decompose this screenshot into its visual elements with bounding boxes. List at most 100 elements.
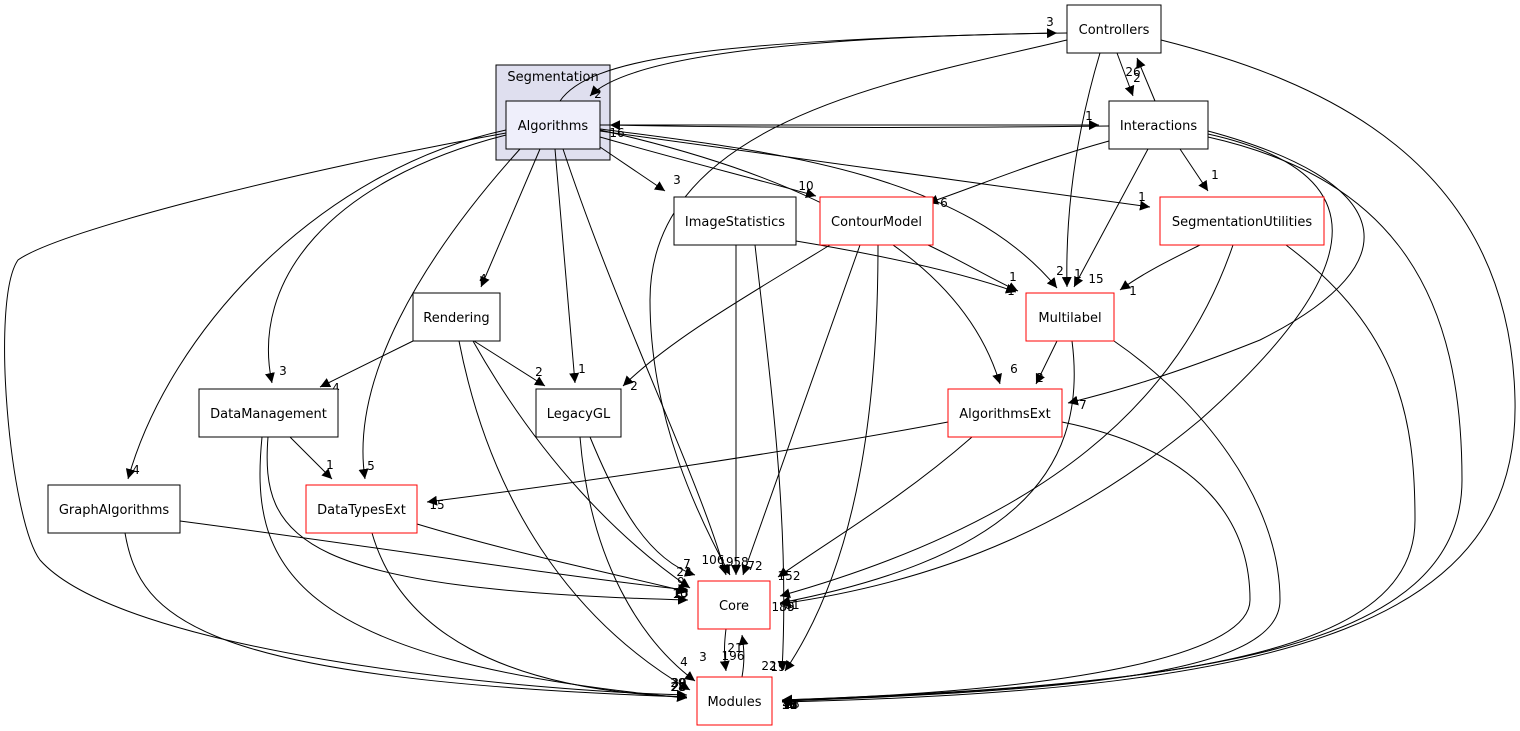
edge-label-segmentationutilities-to-modules: 10 bbox=[781, 698, 796, 712]
edge-rendering-to-legacygl bbox=[473, 340, 546, 387]
node-core[interactable]: Core bbox=[697, 580, 771, 630]
node-core-box[interactable] bbox=[697, 580, 771, 630]
edge-interactions-to-algorithmsext bbox=[1067, 130, 1365, 406]
edge-controllers-to-modules bbox=[781, 39, 1516, 707]
edge-label-controllers-to-modules: 18 bbox=[784, 697, 799, 711]
node-algorithms-box[interactable] bbox=[505, 100, 601, 150]
node-legacygl[interactable]: LegacyGL bbox=[535, 388, 622, 438]
node-imagestatistics-label: ImageStatistics bbox=[685, 215, 785, 230]
edge-label-rendering-to-legacygl: 2 bbox=[535, 365, 543, 379]
edge-label-contourmodel-to-legacygl: 2 bbox=[630, 379, 638, 393]
edge-algorithms-to-legacygl bbox=[554, 148, 580, 384]
edge-modules-to-core bbox=[738, 634, 749, 678]
edge-datamanagement-to-core bbox=[266, 436, 689, 605]
edge-algorithmsext-to-modules bbox=[781, 421, 1251, 705]
node-algorithmsext-label: AlgorithmsExt bbox=[959, 407, 1050, 422]
node-graphalgorithms-box[interactable] bbox=[47, 484, 181, 534]
edge-label-algorithms-to-modules: 30 bbox=[671, 676, 686, 690]
node-datatypesext[interactable]: DataTypesExt bbox=[305, 484, 418, 534]
edge-label-graphalgorithms-to-core: 9 bbox=[677, 575, 685, 589]
edge-algorithms-to-imagestatistics bbox=[599, 146, 666, 192]
edge-datamanagement-to-modules bbox=[259, 436, 688, 703]
node-segmentationutilities[interactable]: SegmentationUtilities bbox=[1159, 196, 1325, 246]
edge-rendering-to-core bbox=[472, 340, 691, 589]
node-rendering[interactable]: Rendering bbox=[412, 292, 501, 342]
node-modules-box[interactable] bbox=[696, 676, 773, 726]
node-interactions-label: Interactions bbox=[1120, 119, 1198, 134]
node-algorithms[interactable]: Algorithms bbox=[505, 100, 601, 150]
edge-label-contourmodel-to-modules: 19 bbox=[770, 660, 785, 674]
node-algorithmsext-box[interactable] bbox=[947, 388, 1063, 438]
edge-label-imagestatistics-to-modules: 22 bbox=[761, 659, 776, 673]
edge-contourmodel-to-multilabel bbox=[927, 244, 1019, 292]
node-interactions-box[interactable] bbox=[1108, 100, 1209, 150]
edge-label-interactions-to-core: 61 bbox=[784, 598, 799, 612]
edge-label-legacygl-to-modules: 3 bbox=[699, 650, 707, 664]
edge-multilabel-to-modules bbox=[781, 340, 1281, 706]
edge-label-algorithms-to-rendering: 4 bbox=[479, 272, 487, 286]
edge-label-controllers-to-algorithms: 2 bbox=[594, 87, 602, 101]
node-datatypesext-box[interactable] bbox=[305, 484, 418, 534]
edge-rendering-to-datamanagement bbox=[319, 340, 414, 388]
node-datatypesext-label: DataTypesExt bbox=[317, 503, 406, 518]
node-modules[interactable]: Modules bbox=[696, 676, 773, 726]
edge-label-segmentationutilities-to-multilabel: 1 bbox=[1129, 284, 1137, 298]
nodes-layer: Algorithms ControllersInteractionsImageSt… bbox=[47, 4, 1325, 726]
edge-label-algorithms-to-core: 106 bbox=[702, 553, 725, 567]
node-multilabel-box[interactable] bbox=[1025, 292, 1115, 342]
edge-controllers-to-interactions bbox=[1116, 52, 1135, 97]
edge-contourmodel-to-legacygl bbox=[622, 244, 831, 387]
edge-contourmodel-to-core bbox=[741, 244, 861, 576]
edge-label-graphalgorithms-to-modules: 29 bbox=[670, 676, 685, 690]
node-multilabel[interactable]: Multilabel bbox=[1025, 292, 1115, 342]
edge-algorithms-to-controllers bbox=[559, 28, 1058, 102]
edge-label-datamanagement-to-core: 10 bbox=[672, 587, 687, 601]
node-graphalgorithms[interactable]: GraphAlgorithms bbox=[47, 484, 181, 534]
edge-datatypesext-to-core bbox=[416, 523, 689, 595]
node-rendering-box[interactable] bbox=[412, 292, 501, 342]
node-algorithmsext[interactable]: AlgorithmsExt bbox=[947, 388, 1063, 438]
edge-imagestatistics-to-multilabel bbox=[795, 240, 1017, 294]
edge-label-datamanagement-to-modules: 28 bbox=[670, 680, 685, 694]
edge-label-legacygl-to-core: 7 bbox=[683, 557, 691, 571]
edge-segmentationutilities-to-core bbox=[779, 244, 1234, 599]
node-modules-label: Modules bbox=[707, 695, 761, 710]
node-segmentationutilities-box[interactable] bbox=[1159, 196, 1325, 246]
edge-label-algorithms-to-graphalgorithms: 4 bbox=[132, 463, 140, 477]
edge-label-segmentationutilities-to-core: 186 bbox=[772, 600, 795, 614]
node-datamanagement-box[interactable] bbox=[198, 388, 339, 438]
node-segmentationutilities-label: SegmentationUtilities bbox=[1172, 215, 1313, 230]
edge-legacygl-to-core bbox=[589, 436, 696, 577]
node-datamanagement-label: DataManagement bbox=[210, 407, 327, 422]
edge-label-interactions-to-multilabel: 15 bbox=[1088, 272, 1103, 286]
edge-label-algorithms-to-legacygl: 1 bbox=[578, 362, 586, 376]
node-contourmodel[interactable]: ContourModel bbox=[819, 196, 934, 246]
edge-label-algorithmsext-to-core: 152 bbox=[778, 569, 801, 583]
node-controllers-box[interactable] bbox=[1066, 4, 1162, 54]
edge-label-datatypesext-to-modules: 26 bbox=[671, 680, 686, 694]
edge-label-datamanagement-to-datatypesext: 1 bbox=[326, 458, 334, 472]
edge-label-controllers-to-interactions: 2 bbox=[1133, 71, 1141, 85]
node-datamanagement[interactable]: DataManagement bbox=[198, 388, 339, 438]
edge-interactions-to-contourmodel bbox=[927, 140, 1110, 205]
edge-label-datatypesext-to-core: 13 bbox=[673, 586, 688, 600]
edge-datatypesext-to-modules bbox=[371, 532, 688, 702]
node-core-label: Core bbox=[719, 599, 749, 614]
node-contourmodel-box[interactable] bbox=[819, 196, 934, 246]
node-multilabel-label: Multilabel bbox=[1038, 311, 1101, 326]
edge-label-algorithmsext-to-datatypesext: 15 bbox=[429, 498, 444, 512]
node-graphalgorithms-label: GraphAlgorithms bbox=[59, 503, 170, 518]
edge-rendering-to-modules bbox=[458, 340, 691, 691]
node-imagestatistics[interactable]: ImageStatistics bbox=[673, 196, 797, 246]
edge-label-algorithms-to-multilabel: 2 bbox=[1056, 264, 1064, 278]
edge-algorithms-to-modules bbox=[4, 132, 688, 700]
node-imagestatistics-box[interactable] bbox=[673, 196, 797, 246]
node-interactions[interactable]: Interactions bbox=[1108, 100, 1209, 150]
edge-interactions-to-controllers bbox=[1136, 57, 1156, 102]
edge-label-interactions-to-controllers: 26 bbox=[1125, 65, 1140, 79]
node-legacygl-box[interactable] bbox=[535, 388, 622, 438]
edge-label-rendering-to-core: 22 bbox=[676, 565, 691, 579]
edge-label-rendering-to-datamanagement: 4 bbox=[332, 381, 340, 395]
node-controllers[interactable]: Controllers bbox=[1066, 4, 1162, 54]
